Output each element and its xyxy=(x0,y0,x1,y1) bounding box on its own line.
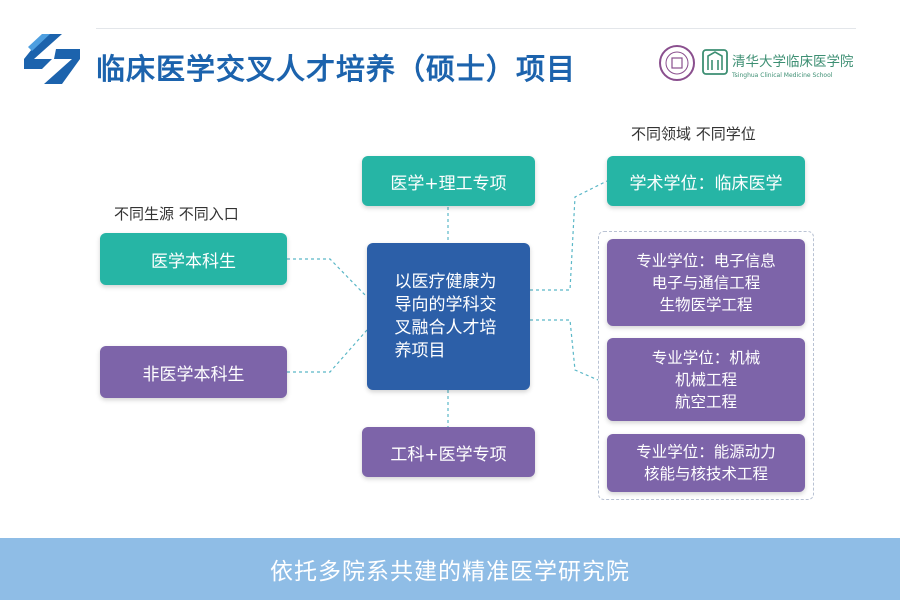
university-seal-icon xyxy=(659,45,695,81)
professional-degree-mechanical: 专业学位：机械 机械工程 航空工程 xyxy=(607,338,805,421)
institution-logo-text: 清华大学临床医学院 xyxy=(732,54,854,70)
footer-text: 依托多院系共建的精准医学研究院 xyxy=(270,559,630,585)
center-program-box: 以医疗健康为导向的学科交叉融合人才培养项目 xyxy=(367,243,530,390)
degree-line: 机械工程 xyxy=(674,370,737,389)
institution-logo: 清华大学临床医学院 Tsinghua Clinical Medicine Sch… xyxy=(702,44,862,82)
professional-degree-group xyxy=(598,231,814,500)
degree-title: 专业学位：电子信息 xyxy=(636,251,776,270)
institution-logo-subtext: Tsinghua Clinical Medicine School xyxy=(731,72,833,79)
source-non-medical-undergrad: 非医学本科生 xyxy=(100,346,287,398)
degree-line: 航空工程 xyxy=(674,392,737,411)
degree-line: 生物医学工程 xyxy=(659,295,753,314)
professional-degree-energy: 专业学位：能源动力 核能与核技术工程 xyxy=(607,434,805,492)
header-divider xyxy=(96,28,856,29)
professional-degree-electronics: 专业学位：电子信息 电子与通信工程 生物医学工程 xyxy=(607,239,805,326)
track-engineering-medicine: 工科+医学专项 xyxy=(362,427,535,477)
degree-line: 电子与通信工程 xyxy=(651,273,761,292)
center-program-label: 以医疗健康为导向的学科交叉融合人才培养项目 xyxy=(394,271,497,361)
left-caption: 不同生源 不同入口 xyxy=(114,205,239,223)
academic-degree-box: 学术学位：临床医学 xyxy=(607,156,805,206)
page-title: 临床医学交叉人才培养（硕士）项目 xyxy=(96,52,577,86)
footer-banner: 依托多院系共建的精准医学研究院 xyxy=(0,538,900,600)
track-medicine-engineering: 医学+理工专项 xyxy=(362,156,535,206)
right-caption: 不同领域 不同学位 xyxy=(631,125,756,143)
brand-logo-icon xyxy=(24,34,80,84)
degree-title: 专业学位：机械 xyxy=(651,348,761,367)
degree-line: 核能与核技术工程 xyxy=(643,465,768,483)
degree-title: 专业学位：能源动力 xyxy=(636,443,776,461)
source-medical-undergrad: 医学本科生 xyxy=(100,233,287,285)
